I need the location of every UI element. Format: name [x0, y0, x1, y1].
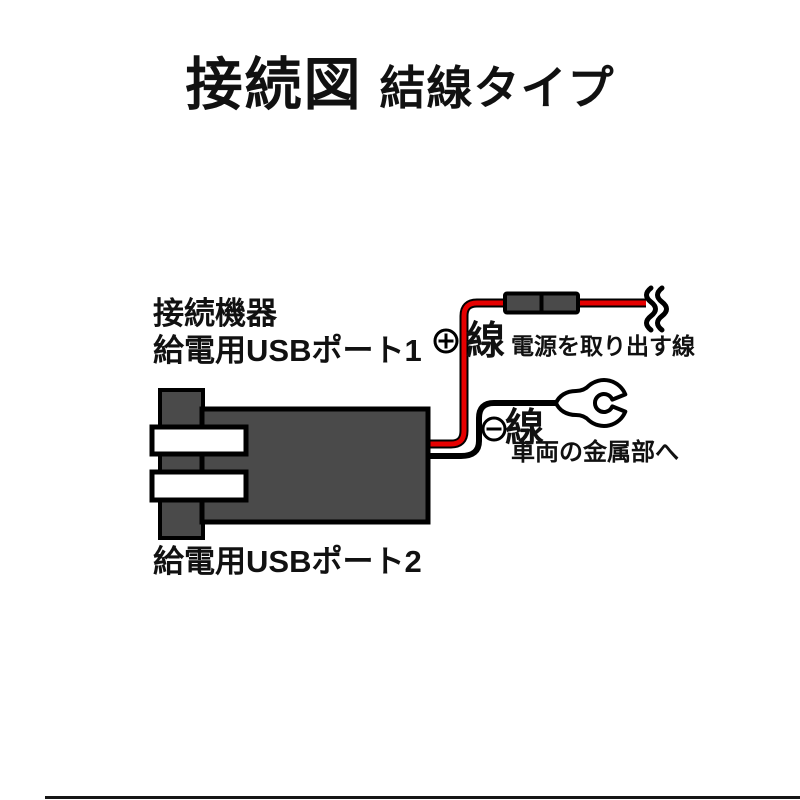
minus-circle-icon [481, 416, 507, 442]
positive-wire-label: 線 [466, 320, 506, 363]
usb-port-2-slot [149, 469, 249, 503]
device-label-line2: 給電用USBポート1 [153, 333, 422, 368]
plus-circle-icon [433, 328, 459, 354]
negative-wire-label: 線 [505, 407, 545, 450]
negative-wire-description: 車両の金属部へ [511, 439, 679, 466]
page-title-main: 接続図 [185, 53, 363, 117]
positive-wire [424, 300, 646, 447]
negative-wire [424, 400, 557, 459]
ring-terminal-icon [554, 378, 628, 428]
page-title: 接続図 結線タイプ [0, 39, 800, 121]
squiggle-right [655, 285, 669, 333]
positive-wire-description: 電源を取り出す線 [511, 333, 695, 359]
page-title-sub: 結線タイプ [379, 62, 615, 114]
squiggle-left [644, 285, 658, 333]
usb-power-device [149, 388, 431, 540]
device-label-line1: 接続機器 [153, 296, 277, 331]
device-faceplate [158, 388, 205, 540]
device-port2-label: 給電用USBポート2 [153, 544, 422, 579]
fuse-icon [503, 291, 580, 315]
continuation-squiggle-icon [644, 285, 669, 333]
usb-port-1-slot [149, 424, 249, 457]
device-body [199, 406, 431, 525]
